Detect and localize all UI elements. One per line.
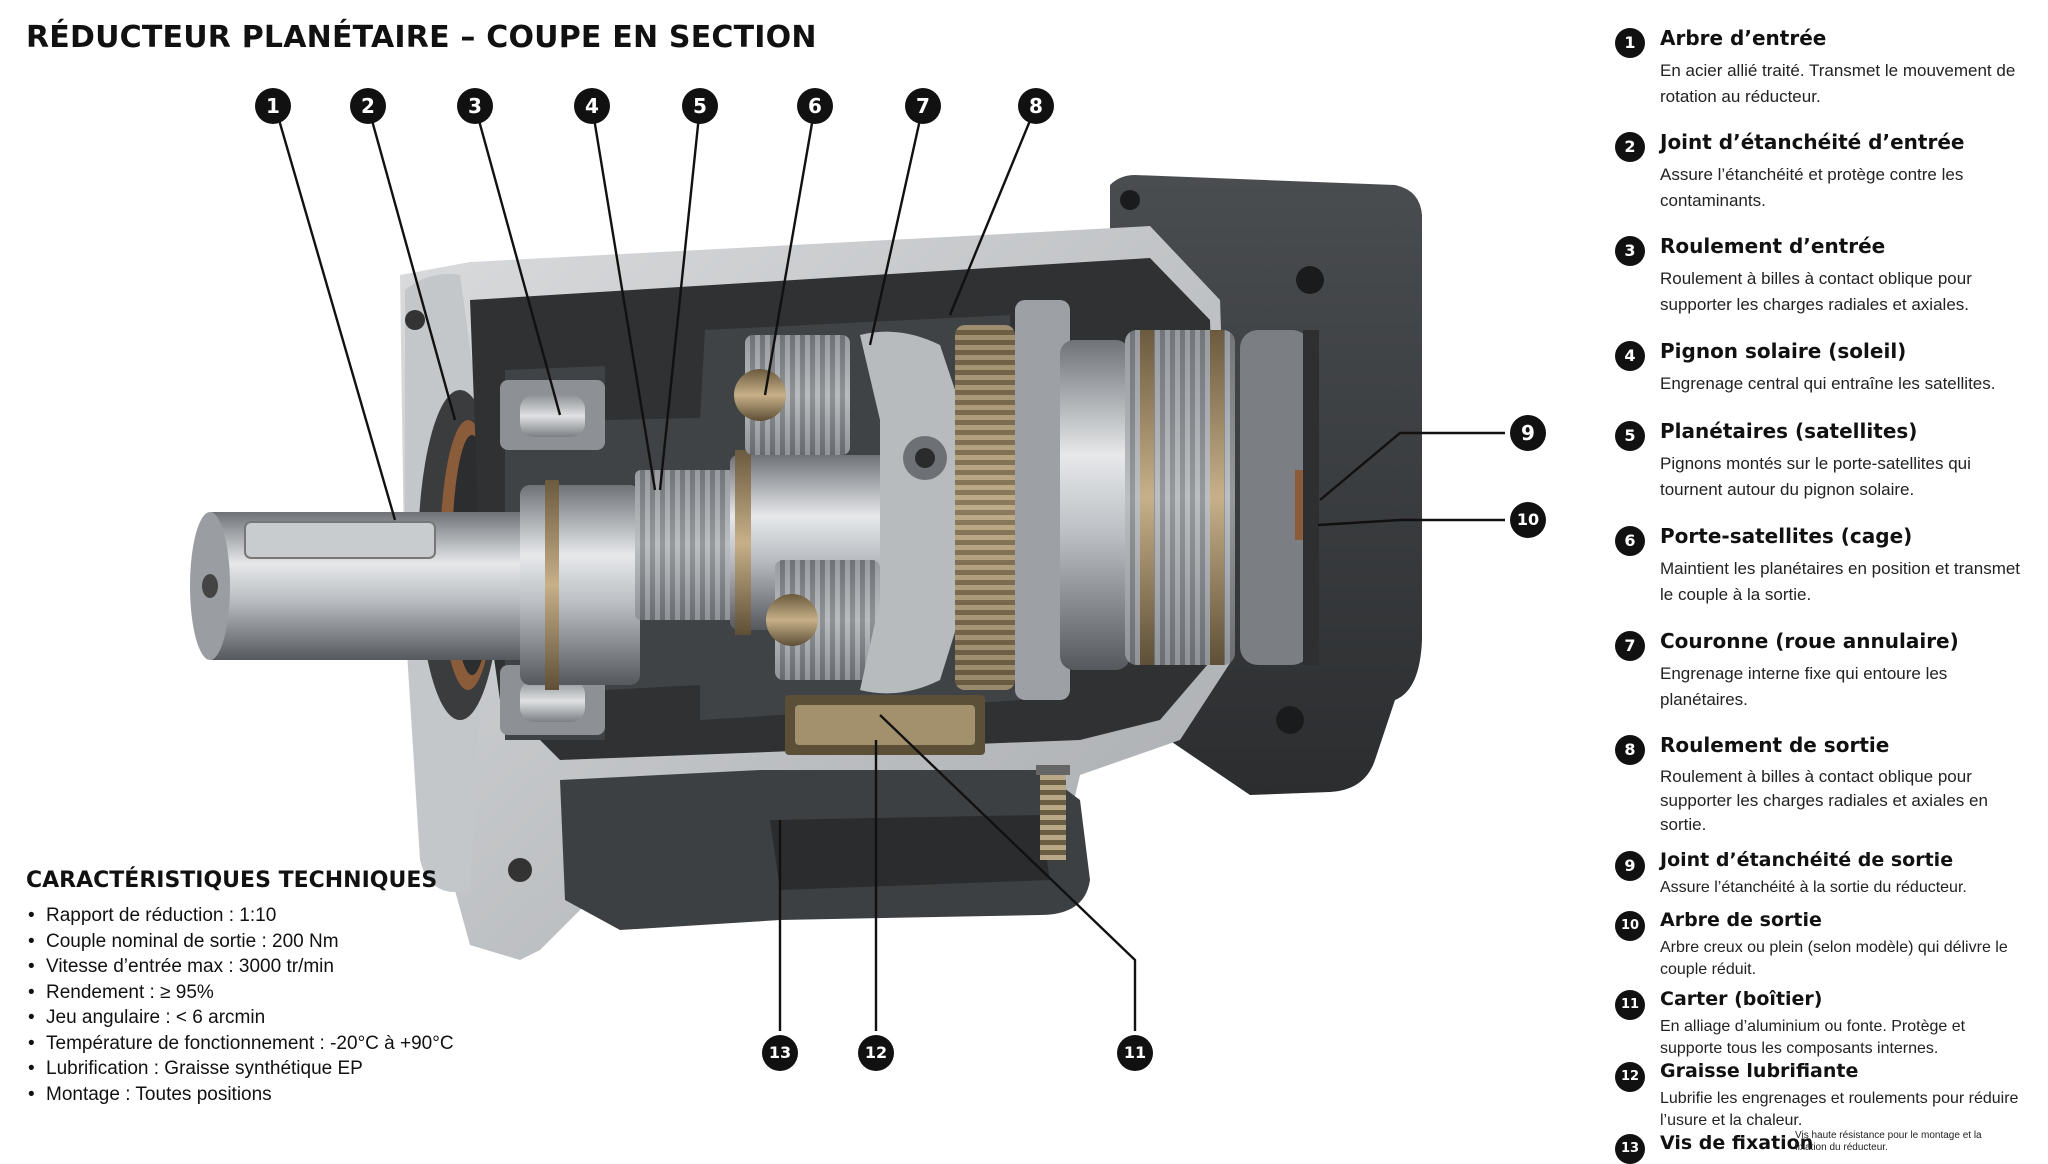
legend-title: Graisse lubrifiante — [1660, 1060, 1859, 1082]
callout-1: 1 — [255, 88, 291, 124]
gearbox-cutaway-illustration — [190, 105, 1505, 1031]
legend-number: 7 — [1615, 631, 1645, 661]
legend-title: Couronne (roue annulaire) — [1660, 629, 1959, 653]
sun-gear — [635, 470, 735, 620]
specs-heading: CARACTÉRISTIQUES TECHNIQUES — [26, 868, 438, 893]
callout-5: 5 — [682, 88, 718, 124]
callout-4: 4 — [574, 88, 610, 124]
legend-description: Assure l’étanchéité et protège contre le… — [1660, 165, 1964, 210]
legend-number: 10 — [1615, 911, 1645, 941]
legend-number: 1 — [1615, 28, 1645, 58]
legend-title: Porte-satellites (cage) — [1660, 524, 1913, 548]
legend-title: Vis de fixation — [1660, 1132, 1814, 1154]
legend-number: 4 — [1615, 341, 1645, 371]
legend-description: Engrenage interne fixe qui entoure les p… — [1660, 664, 1948, 709]
legend-title: Roulement de sortie — [1660, 733, 1890, 757]
legend-description: Lubrifie les engrenages et roulements po… — [1660, 1090, 2019, 1129]
legend-description: Assure l’étanchéité à la sortie du réduc… — [1660, 879, 1967, 896]
spec-item: Lubrification : Graisse synthétique EP — [26, 1056, 546, 1082]
legend-number: 12 — [1615, 1062, 1645, 1092]
legend-number: 6 — [1615, 526, 1645, 556]
legend-description: Arbre creux ou plein (selon modèle) qui … — [1660, 939, 2008, 978]
legend-title: Arbre d’entrée — [1660, 26, 1827, 50]
legend-number: 9 — [1615, 851, 1645, 881]
output-seal — [1240, 330, 1319, 665]
spec-item: Rendement : ≥ 95% — [26, 980, 546, 1006]
legend-number: 2 — [1615, 132, 1645, 162]
legend-title: Planétaires (satellites) — [1660, 419, 1918, 443]
legend-description: Pignons montés sur le porte-satellites q… — [1660, 454, 1971, 499]
legend-title: Joint d’étanchéité de sortie — [1660, 849, 1954, 871]
spec-item: Montage : Toutes positions — [26, 1082, 546, 1108]
planet-gears — [734, 335, 880, 680]
output-bearing — [1015, 300, 1235, 700]
callout-10: 10 — [1510, 502, 1546, 538]
legend-description: En alliage d’aluminium ou fonte. Protège… — [1660, 1018, 1966, 1057]
callout-8: 8 — [1018, 88, 1054, 124]
legend-number: 5 — [1615, 421, 1645, 451]
mounting-screw — [1036, 765, 1070, 860]
specs-list: Rapport de réduction : 1:10 Couple nomin… — [26, 903, 546, 1107]
spec-item: Couple nominal de sortie : 200 Nm — [26, 929, 546, 955]
legend-number: 8 — [1615, 735, 1645, 765]
legend-title: Joint d’étanchéité d’entrée — [1660, 130, 1965, 154]
page-title: RÉDUCTEUR PLANÉTAIRE – COUPE EN SECTION — [26, 20, 817, 55]
legend-title: Arbre de sortie — [1660, 909, 1822, 931]
callout-13: 13 — [762, 1035, 798, 1071]
callout-7: 7 — [905, 88, 941, 124]
leader-lines — [273, 105, 1505, 1031]
spec-item: Jeu angulaire : < 6 arcmin — [26, 1005, 546, 1031]
callout-11: 11 — [1117, 1035, 1153, 1071]
legend-number: 11 — [1615, 990, 1645, 1020]
technical-specs: CARACTÉRISTIQUES TECHNIQUES Rapport de r… — [26, 868, 546, 1107]
legend-title: Pignon solaire (soleil) — [1660, 339, 1907, 363]
callout-3: 3 — [457, 88, 493, 124]
spec-item: Vitesse d’entrée max : 3000 tr/min — [26, 954, 546, 980]
callout-2: 2 — [350, 88, 386, 124]
spec-item: Rapport de réduction : 1:10 — [26, 903, 546, 929]
legend-description: Roulement à billes à contact oblique pou… — [1660, 269, 1972, 314]
spec-item: Température de fonctionnement : -20°C à … — [26, 1031, 546, 1057]
legend-description: Engrenage central qui entraîne les satel… — [1660, 374, 1996, 393]
legend-description: Maintient les planétaires en position et… — [1660, 559, 2021, 604]
grease-pocket — [785, 695, 985, 755]
ring-gear — [955, 325, 1015, 690]
callout-6: 6 — [797, 88, 833, 124]
legend-description: Roulement à billes à contact oblique pou… — [1660, 767, 1988, 834]
input-shaft — [190, 480, 640, 690]
legend-number: 13 — [1615, 1134, 1645, 1164]
legend-number: 3 — [1615, 236, 1645, 266]
legend-description: En acier allié traité. Transmet le mouve… — [1660, 61, 2016, 106]
callout-9: 9 — [1510, 415, 1546, 451]
legend-description: Vis haute résistance pour le montage et … — [1795, 1130, 1982, 1153]
legend-title: Roulement d’entrée — [1660, 234, 1886, 258]
planet-carrier — [860, 331, 965, 694]
callout-12: 12 — [858, 1035, 894, 1071]
legend-title: Carter (boîtier) — [1660, 988, 1823, 1010]
